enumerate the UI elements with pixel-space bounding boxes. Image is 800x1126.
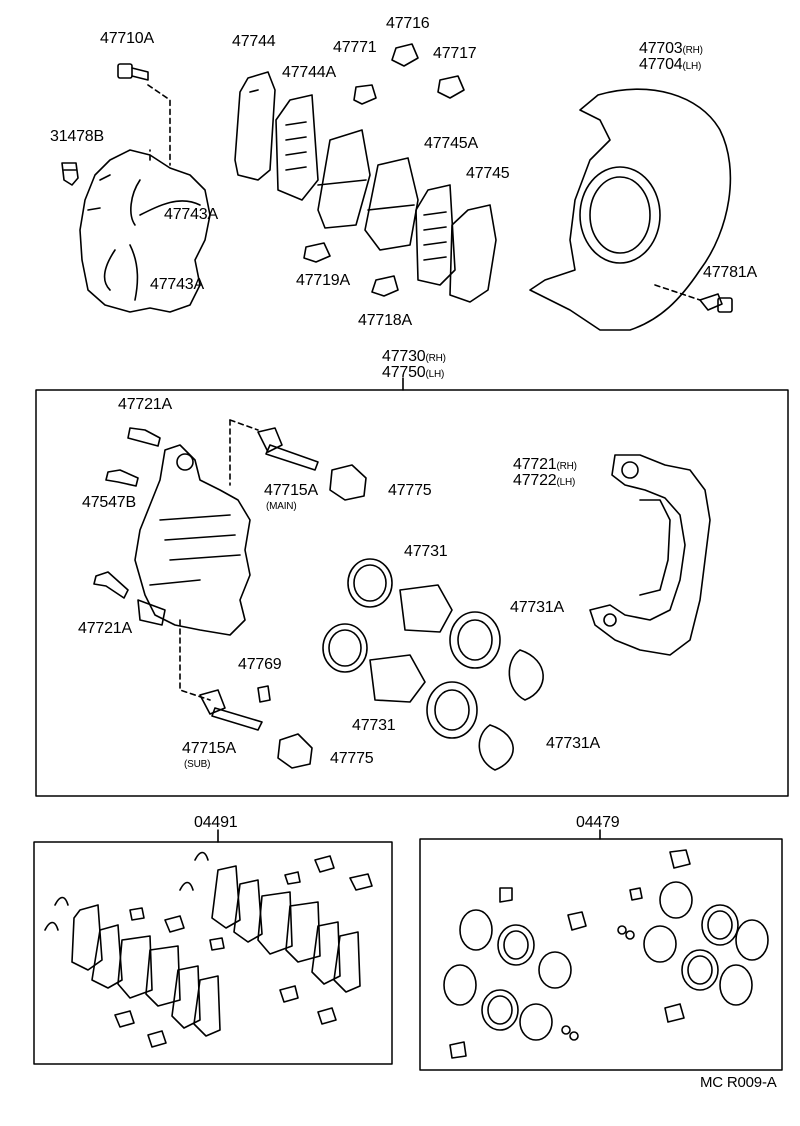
label-47721-side: (RH) bbox=[556, 461, 578, 472]
label-47715A-sub-note: (SUB) bbox=[184, 759, 211, 770]
label-47721-number: 47721 bbox=[513, 456, 557, 473]
dust-shield-drawing bbox=[529, 88, 732, 331]
label-47775-upper: 47775 bbox=[388, 482, 432, 499]
boots-drawing bbox=[257, 464, 367, 769]
label-47703: 47703(RH) bbox=[639, 40, 703, 60]
label-47722: 47722(LH) bbox=[513, 472, 575, 492]
caliper-cover-drawing bbox=[79, 149, 211, 313]
label-47722-number: 47722 bbox=[513, 472, 557, 489]
label-47745A: 47745A bbox=[424, 135, 478, 152]
label-47730-side: (RH) bbox=[425, 353, 447, 364]
label-47704-side: (LH) bbox=[682, 61, 702, 72]
label-47744A: 47744A bbox=[282, 64, 336, 81]
label-47743A-upper: 47743A bbox=[164, 206, 218, 223]
label-47731A-lower: 47731A bbox=[546, 735, 600, 752]
bolt-47781A-drawing bbox=[699, 293, 733, 313]
pad-kit-drawing bbox=[44, 851, 373, 1048]
label-47721: 47721(RH) bbox=[513, 456, 577, 476]
label-47731-upper: 47731 bbox=[404, 543, 448, 560]
label-47703-number: 47703 bbox=[639, 40, 683, 57]
clips-drawing bbox=[303, 43, 465, 297]
plug-31478B-drawing bbox=[61, 162, 79, 186]
label-04479: 04479 bbox=[576, 814, 620, 831]
label-47750-side: (LH) bbox=[425, 369, 445, 380]
label-31478B: 31478B bbox=[50, 128, 104, 145]
label-47781A: 47781A bbox=[703, 264, 757, 281]
label-04491: 04491 bbox=[194, 814, 238, 831]
label-47744: 47744 bbox=[232, 33, 276, 50]
label-47721A-upper: 47721A bbox=[118, 396, 172, 413]
label-47775-lower: 47775 bbox=[330, 750, 374, 767]
label-47722-side: (LH) bbox=[556, 477, 576, 488]
reference-code: MC R009-A bbox=[700, 1074, 777, 1091]
label-47715A-main: 47715A bbox=[264, 482, 318, 499]
label-47743A-lower: 47743A bbox=[150, 276, 204, 293]
label-47731-lower: 47731 bbox=[352, 717, 396, 734]
label-47745: 47745 bbox=[466, 165, 510, 182]
caliper-body-drawing bbox=[134, 419, 259, 701]
label-47718A: 47718A bbox=[358, 312, 412, 329]
label-47717: 47717 bbox=[433, 45, 477, 62]
caliper-bolts-drawing bbox=[93, 427, 161, 599]
label-47750: 47750(LH) bbox=[382, 364, 444, 384]
label-47769: 47769 bbox=[238, 656, 282, 673]
mounting-bracket-drawing bbox=[589, 454, 711, 656]
piston-seals-drawing bbox=[322, 558, 544, 771]
label-47750-number: 47750 bbox=[382, 364, 426, 381]
label-47730-number: 47730 bbox=[382, 348, 426, 365]
label-47715A-sub: 47715A bbox=[182, 740, 236, 757]
label-47715A-main-note: (MAIN) bbox=[266, 501, 297, 512]
label-47547B: 47547B bbox=[82, 494, 136, 511]
pad-shims-drawing bbox=[234, 71, 497, 303]
bolt-47710A-drawing bbox=[117, 63, 171, 166]
label-47719A: 47719A bbox=[296, 272, 350, 289]
label-47721A-lower: 47721A bbox=[78, 620, 132, 637]
label-47731A-upper: 47731A bbox=[510, 599, 564, 616]
seal-kit-drawing bbox=[443, 849, 769, 1059]
label-47716: 47716 bbox=[386, 15, 430, 32]
label-47703-side: (RH) bbox=[682, 45, 704, 56]
label-47730: 47730(RH) bbox=[382, 348, 446, 368]
label-47704-number: 47704 bbox=[639, 56, 683, 73]
guide-pins-drawing bbox=[199, 427, 319, 731]
label-47710A: 47710A bbox=[100, 30, 154, 47]
label-47704: 47704(LH) bbox=[639, 56, 701, 76]
label-47771: 47771 bbox=[333, 39, 377, 56]
